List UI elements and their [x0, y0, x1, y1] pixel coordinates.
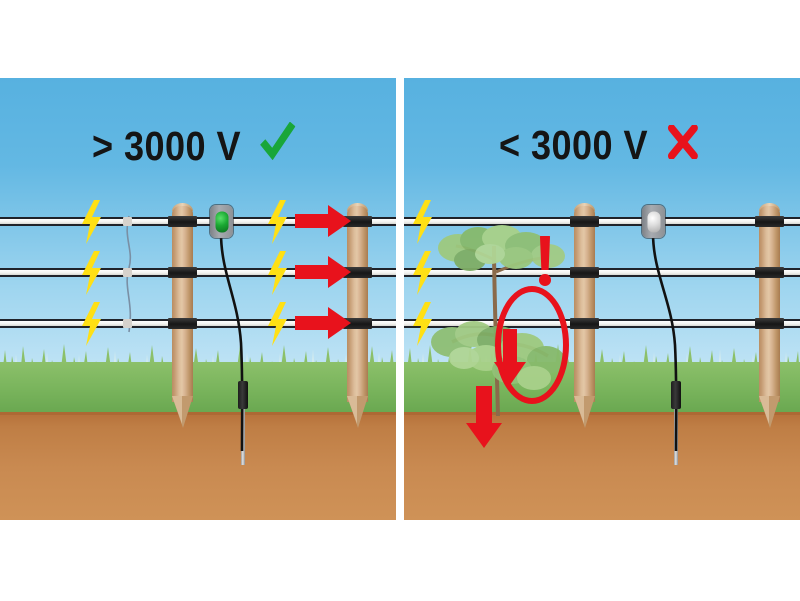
post-tip: [759, 396, 780, 428]
fence-wire-middle: [404, 268, 800, 277]
arrow-right-icon: [295, 307, 351, 339]
post-tip: [172, 396, 193, 428]
red-ellipse-icon: [495, 286, 569, 404]
arrow-down-icon: [466, 386, 502, 448]
fence-voltage-indicator-off[interactable]: [642, 205, 665, 238]
wire-connector-top: [123, 217, 132, 226]
wire-connector-bottom: [123, 319, 132, 328]
insulator-clip: [755, 267, 784, 278]
insulator-clip: [168, 318, 197, 329]
ground-rod-cap: [238, 381, 248, 409]
caption-good-voltage: > 3000 V: [92, 121, 296, 170]
soil-band: [0, 412, 396, 520]
insulator-clip: [168, 216, 197, 227]
red-cross-icon: [667, 122, 699, 169]
insulator-clip: [570, 318, 599, 329]
insulator-clip: [168, 267, 197, 278]
post-tip: [574, 396, 595, 428]
arrow-right-icon: [295, 205, 351, 237]
green-check-icon: [260, 121, 296, 170]
panel-low-voltage: < 3000 V: [404, 78, 800, 520]
insulator-clip: [343, 318, 372, 329]
insulator-clip: [343, 216, 372, 227]
caption-low-voltage: < 3000 V: [499, 122, 699, 169]
earth-lead-cable: [219, 233, 244, 452]
scene: > 3000 V: [0, 78, 800, 520]
lightning-bolt-icon: [409, 302, 435, 346]
grass-band: [0, 362, 396, 412]
wire-connector-middle: [123, 268, 132, 277]
soil-band: [404, 412, 800, 520]
arrow-right-icon: [295, 256, 351, 288]
soil-surface-line: [404, 412, 800, 415]
fence-post: [347, 203, 368, 428]
insulator-clip: [755, 318, 784, 329]
fence-wire-bottom: [404, 319, 800, 328]
insulator-clip: [755, 216, 784, 227]
fence-wire-middle: [0, 268, 396, 277]
soil-surface-line: [0, 412, 396, 415]
grass-band: [404, 362, 800, 412]
insulator-clip: [570, 216, 599, 227]
insulator-clip: [343, 267, 372, 278]
lightning-bolt-icon: [409, 251, 435, 295]
fence-post: [574, 203, 595, 428]
lightning-bolt-icon: [264, 302, 290, 346]
panel-divider: [396, 78, 404, 520]
voltage-label-bad: < 3000 V: [499, 122, 648, 168]
lightning-bolt-icon: [78, 251, 104, 295]
insulator-clip: [570, 267, 599, 278]
fence-post: [172, 203, 193, 428]
lightning-bolt-icon: [78, 302, 104, 346]
lightning-bolt-icon: [78, 200, 104, 244]
ground-rod-cap: [671, 381, 681, 409]
lightning-bolt-icon: [264, 200, 290, 244]
voltage-label-good: > 3000 V: [92, 122, 241, 169]
earth-lead-cable: [651, 233, 678, 452]
fence-wire-bottom: [0, 319, 396, 328]
fence-wire-top: [404, 217, 800, 226]
lightning-bolt-icon: [409, 200, 435, 244]
lightning-bolt-icon: [264, 251, 290, 295]
panel-good-voltage: > 3000 V: [0, 78, 396, 520]
fence-wire-top: [0, 217, 396, 226]
fence-post: [759, 203, 780, 428]
exclamation-mark-icon: [538, 236, 552, 286]
post-tip: [347, 396, 368, 428]
fence-voltage-indicator-on[interactable]: [210, 205, 233, 238]
